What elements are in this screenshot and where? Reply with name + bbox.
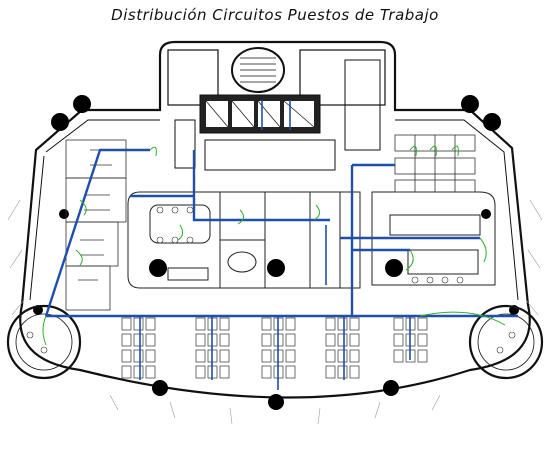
diagram-title: Distribución Circuitos Puestos de Trabaj… bbox=[111, 6, 439, 24]
core-block bbox=[167, 47, 386, 171]
main-circuit bbox=[44, 100, 518, 390]
chairs bbox=[26, 206, 516, 354]
facade-segments bbox=[7, 199, 543, 425]
corner-rooms bbox=[6, 304, 544, 380]
desk-clusters bbox=[121, 317, 428, 379]
right-workstations bbox=[394, 134, 476, 193]
branch-circuits bbox=[42, 145, 506, 346]
column-markers bbox=[33, 95, 519, 410]
left-workstations bbox=[65, 139, 127, 311]
meeting-rooms bbox=[127, 191, 361, 289]
right-meeting-block bbox=[371, 191, 496, 286]
